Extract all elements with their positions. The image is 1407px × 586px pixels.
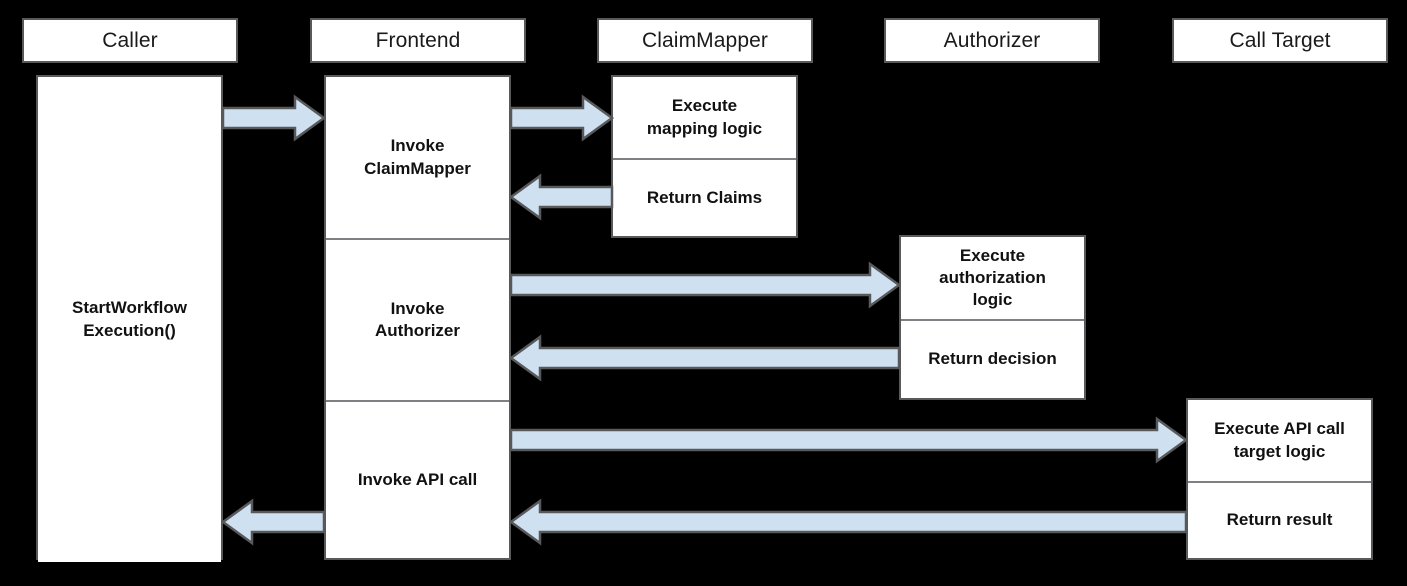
message-arrow-frontend-to-claimmapper[interactable] [509,94,615,142]
message-arrow-frontend-to-authorizer[interactable] [509,261,902,309]
message-arrow-frontend-to-calltarget[interactable] [509,416,1189,464]
participant-header-calltarget[interactable]: Call Target [1172,18,1388,63]
activation-frontend-invoke-api-call[interactable]: Invoke API call [326,400,509,558]
participant-label-caller: Caller [102,28,158,52]
activation-label: Return decision [928,349,1057,369]
participant-label-claimmapper: ClaimMapper [642,28,768,52]
activation-calltarget-return-result[interactable]: Return result [1188,481,1371,558]
participant-header-caller[interactable]: Caller [22,18,238,63]
activation-label: Invoke API call [357,469,478,489]
participant-label-authorizer: Authorizer [943,28,1041,52]
activation-label: Return Claims [646,187,763,207]
message-arrow-caller-to-frontend[interactable] [221,94,327,142]
participant-label-calltarget: Call Target [1229,28,1331,52]
activation-authorizer-return-decision[interactable]: Return decision [901,319,1084,398]
activation-label: Return result [1226,510,1333,530]
message-arrow-frontend-to-caller[interactable] [220,498,326,546]
participant-header-claimmapper[interactable]: ClaimMapper [597,18,813,63]
activation-claimmapper-return-claims[interactable]: Return Claims [613,158,796,236]
message-arrow-calltarget-to-frontend[interactable] [508,498,1188,546]
participant-label-frontend: Frontend [375,28,461,52]
message-arrow-claimmapper-to-frontend[interactable] [508,173,614,221]
message-arrow-authorizer-to-frontend[interactable] [508,334,901,382]
participant-header-authorizer[interactable]: Authorizer [884,18,1100,63]
participant-header-frontend[interactable]: Frontend [310,18,526,63]
